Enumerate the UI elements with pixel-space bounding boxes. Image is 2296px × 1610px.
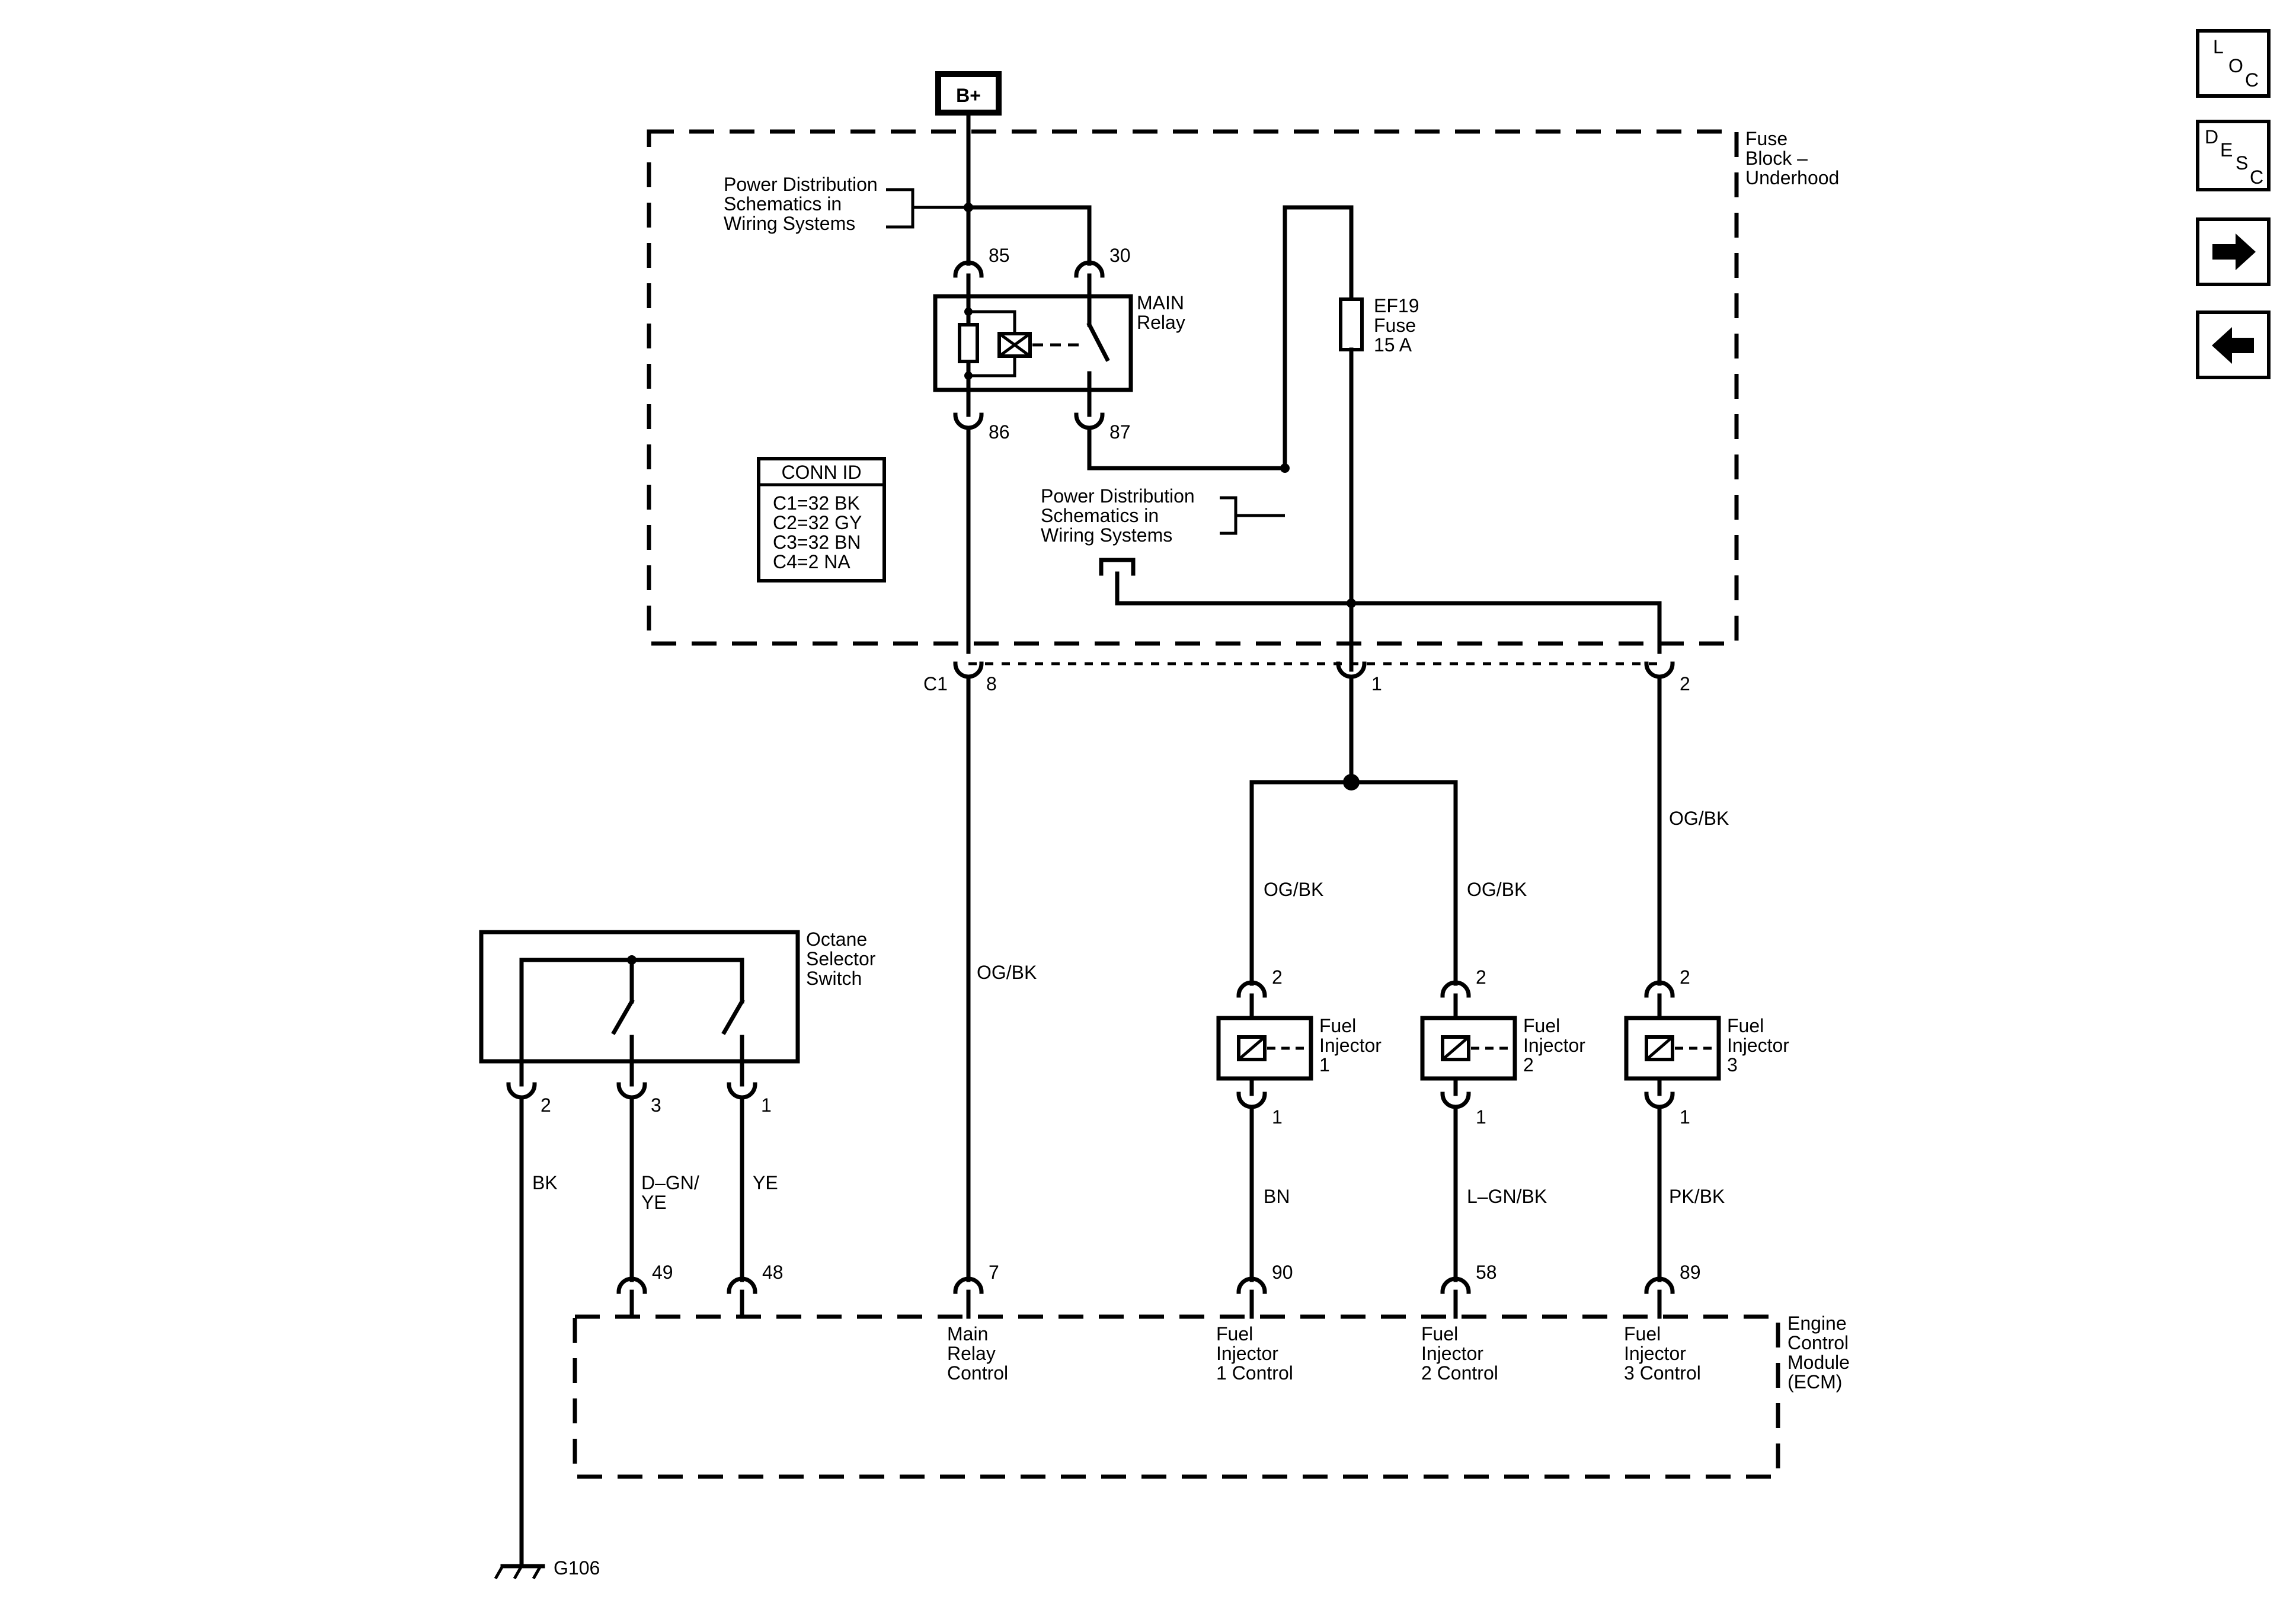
pin-87-label: 87	[1109, 421, 1131, 443]
injector-1-2-feed-wire	[1249, 780, 1458, 986]
octane-selector-switch-label: Octane Selector Switch	[806, 929, 881, 989]
injector-1-pin-top: 2	[1272, 966, 1283, 988]
ef19-fuse	[1339, 297, 1364, 351]
ecm-pin-49-connector	[616, 1276, 647, 1294]
wire-color-octane-signal-a: D–GN/ YE	[641, 1172, 705, 1213]
c1-pin-2-label: 2	[1680, 673, 1690, 694]
octane-pin-3-label: 3	[651, 1094, 661, 1116]
relay-30-feed-wire	[966, 205, 1092, 266]
ecm-pin-90-label: 90	[1272, 1262, 1293, 1283]
fuel-injector-3: 2 1 Fuel Injector 3	[1624, 966, 1795, 1128]
ecm-pin-49-label: 49	[652, 1262, 673, 1283]
octane-switch-contact-a	[611, 998, 635, 1035]
power-distribution-ref-2: Power Distribution Schematics in Wiring …	[1041, 485, 1200, 546]
wire-color-inj2-feed: OG/BK	[1467, 879, 1527, 900]
fuel-injector-2: 2 1 Fuel Injector 2	[1420, 966, 1591, 1128]
injector-2-pin-bottom: 1	[1476, 1106, 1486, 1128]
pin-30-label: 30	[1109, 245, 1131, 266]
ecm-pin-89-label: 89	[1680, 1262, 1701, 1283]
relay-87-output-wire	[1087, 205, 1354, 470]
wire-color-inj1-control: BN	[1264, 1186, 1290, 1207]
octane-selector-switch-body	[479, 930, 800, 1064]
pin-85-connector	[953, 260, 984, 278]
previous-button[interactable]	[2196, 311, 2271, 379]
svg-text:D: D	[2205, 126, 2218, 148]
pin-30-connector	[1074, 260, 1105, 278]
ecm-terminal-injector-1-control: Fuel Injector 1 Control	[1216, 1323, 1293, 1384]
wire-color-octane-ground: BK	[532, 1172, 558, 1193]
injector-3-label: Fuel Injector 3	[1727, 1015, 1795, 1076]
ecm-pin-58-connector	[1440, 1276, 1471, 1294]
octane-pin-2-label: 2	[541, 1094, 551, 1116]
pds-ref-2-bracket	[1220, 496, 1285, 535]
octane-switch-contact-b	[721, 998, 745, 1035]
main-relay-label: MAIN Relay	[1137, 292, 1189, 333]
injector-3-pin-bottom: 1	[1680, 1106, 1690, 1128]
octane-pin-1-label: 1	[761, 1094, 772, 1116]
svg-text:E: E	[2220, 139, 2233, 161]
conn-id-rows: C1=32 BK C2=32 GY C3=32 BN C4=2 NA	[773, 492, 867, 572]
ground-g106-label: G106	[554, 1557, 600, 1579]
svg-text:S: S	[2236, 152, 2248, 174]
pin-85-label: 85	[989, 245, 1010, 266]
ef19-fuse-label: EF19 Fuse 15 A	[1374, 295, 1424, 356]
battery-positive-label: B+	[956, 85, 981, 106]
loc-button[interactable]: L O C	[2196, 29, 2271, 98]
ecm-enclosure	[573, 1314, 1780, 1479]
pin-86-label: 86	[989, 421, 1010, 443]
ecm-pin-90-connector	[1236, 1276, 1267, 1294]
wire-color-main-relay-control: OG/BK	[977, 962, 1037, 983]
ecm-pin-48-label: 48	[762, 1262, 784, 1283]
c1-pin-1-label: 1	[1371, 673, 1382, 694]
power-distribution-ref-1: Power Distribution Schematics in Wiring …	[724, 174, 883, 234]
ecm-pin-7-connector	[953, 1276, 984, 1294]
svg-text:O: O	[2228, 55, 2243, 76]
ecm-terminal-main-relay-control: Main Relay Control	[947, 1323, 1008, 1384]
ecm-pin-7-label: 7	[989, 1262, 999, 1283]
injector-2-pin-top: 2	[1476, 966, 1486, 988]
svg-text:C: C	[2245, 69, 2259, 91]
fuse-block-enclosure	[647, 129, 1739, 646]
wire-color-inj1-feed: OG/BK	[1264, 879, 1323, 900]
pds-ref-2-bus-wire	[1099, 558, 1662, 654]
next-button[interactable]	[2196, 217, 2271, 286]
desc-button[interactable]: D E S C	[2196, 120, 2271, 191]
c1-pin-8-label: 8	[986, 673, 997, 694]
ecm-pin-89-connector	[1644, 1276, 1675, 1294]
injector-2-label: Fuel Injector 2	[1523, 1015, 1591, 1076]
injector-1-label: Fuel Injector 1	[1319, 1015, 1387, 1076]
arrow-left-icon	[2212, 327, 2254, 364]
svg-text:L: L	[2213, 36, 2224, 57]
ecm-terminal-injector-3-control: Fuel Injector 3 Control	[1624, 1323, 1701, 1384]
connector-c1-label: C1	[923, 673, 948, 694]
wire-color-inj2-control: L–GN/BK	[1467, 1186, 1547, 1207]
wire-color-inj3-feed: OG/BK	[1669, 808, 1729, 829]
fuel-injector-1: 2 1 Fuel Injector 1	[1216, 966, 1387, 1128]
ecm-pin-48-connector	[727, 1276, 757, 1294]
conn-id-box	[757, 457, 886, 582]
wire-color-inj3-control: PK/BK	[1669, 1186, 1725, 1207]
ecm-label: Engine Control Module (ECM)	[1787, 1313, 1855, 1393]
injector-3-pin-top: 2	[1680, 966, 1690, 988]
wire-color-octane-signal-b: YE	[753, 1172, 778, 1193]
injector-1-pin-bottom: 1	[1272, 1106, 1283, 1128]
svg-text:C: C	[2250, 167, 2263, 188]
arrow-right-icon	[2212, 233, 2256, 270]
conn-id-title: CONN ID	[781, 462, 861, 483]
pds-ref-1-bracket	[886, 188, 968, 229]
relay-switch-contact	[1086, 322, 1110, 362]
ecm-terminal-injector-2-control: Fuel Injector 2 Control	[1421, 1323, 1498, 1384]
fuse-block-label: Fuse Block – Underhood	[1745, 128, 1839, 188]
ecm-pin-58-label: 58	[1476, 1262, 1497, 1283]
relay-coil-resistor	[958, 323, 979, 363]
